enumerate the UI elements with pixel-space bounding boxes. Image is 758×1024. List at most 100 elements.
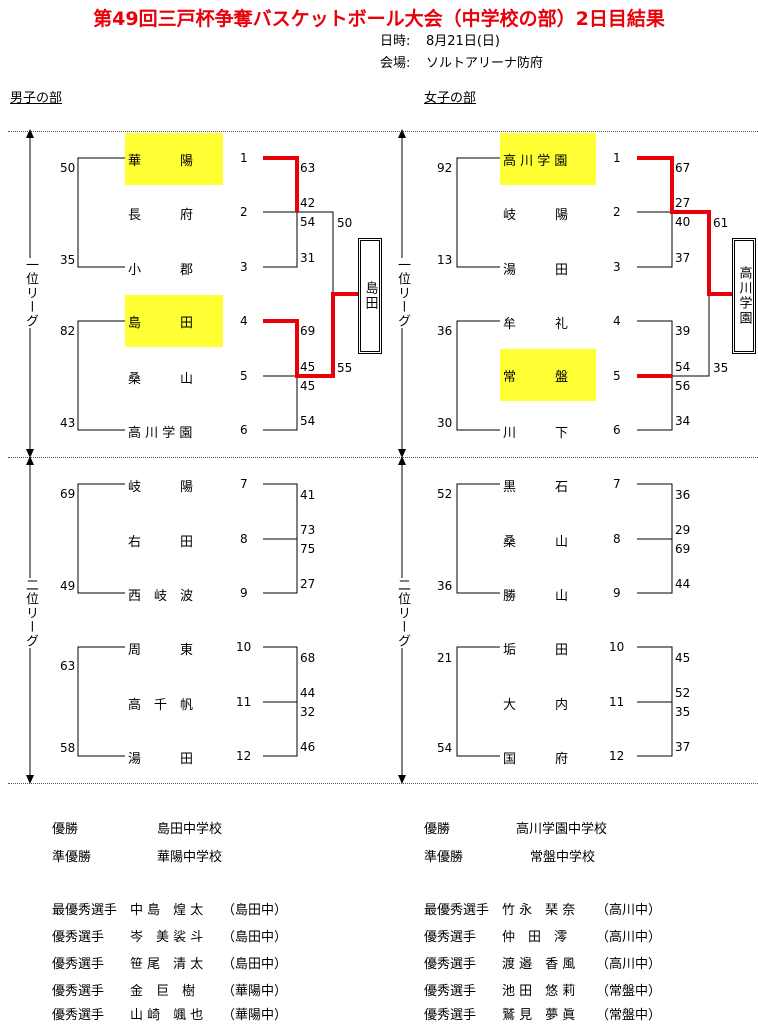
boys-team-number: 9 xyxy=(240,586,248,600)
girls-team: 川 下 xyxy=(503,426,569,441)
boys-header: 男子の部 xyxy=(10,91,63,106)
boys-result-value: 島田中学校 xyxy=(157,822,223,837)
girls-result-label: 準優勝 xyxy=(424,850,464,865)
boys-player-label: 優秀選手 xyxy=(52,957,105,972)
boys-right-score: 54 xyxy=(300,215,316,229)
girls-player-label: 優秀選手 xyxy=(424,930,477,945)
boys-player-label: 優秀選手 xyxy=(52,984,105,999)
boys-right-score: 73 xyxy=(300,523,316,537)
boys-league1-label: 一位リーグ xyxy=(21,258,40,328)
boys-team: 岐 陽 xyxy=(128,480,194,495)
girls-team: 国 府 xyxy=(503,752,569,767)
girls-left-score: 36 xyxy=(437,324,453,338)
girls-right-score: 34 xyxy=(675,414,691,428)
boys-player-school: （華陽中） xyxy=(222,984,288,999)
girls-winner-box: 高川学園 xyxy=(732,238,756,354)
boys-team: 高 川 学 園 xyxy=(128,426,193,441)
boys-player-school: （島田中） xyxy=(222,930,288,945)
girls-team-number: 7 xyxy=(613,477,621,491)
girls-team: 大 内 xyxy=(503,698,569,713)
boys-result-label: 優勝 xyxy=(52,822,79,837)
girls-team: 黒 石 xyxy=(503,480,569,495)
girls-left-score: 36 xyxy=(437,579,453,593)
boys-team-number: 2 xyxy=(240,205,248,219)
girls-league2-label: 二位リーグ xyxy=(393,578,412,648)
girls-right-score: 37 xyxy=(675,740,691,754)
venue-value: ソルトアリーナ防府 xyxy=(426,56,544,71)
boys-player-label: 優秀選手 xyxy=(52,930,105,945)
boys-team: 周 東 xyxy=(128,643,194,658)
girls-player-label: 最優秀選手 xyxy=(424,903,490,918)
girls-right-score: 44 xyxy=(675,577,691,591)
boys-team: 島 田 xyxy=(125,295,223,347)
boys-right-score: 27 xyxy=(300,577,316,591)
boys-right-score: 68 xyxy=(300,651,316,665)
girls-team-number: 6 xyxy=(613,423,621,437)
boys-player-school: （島田中） xyxy=(222,957,288,972)
girls-right-score: 37 xyxy=(675,251,691,265)
girls-team-number: 4 xyxy=(613,314,621,328)
boys-team: 桑 山 xyxy=(128,372,194,387)
girls-league1-label: 一位リーグ xyxy=(393,258,412,328)
girls-team-number: 11 xyxy=(609,695,625,709)
divider-bottom xyxy=(8,783,758,784)
boys-right-score: 44 xyxy=(300,686,316,700)
boys-left-score: 43 xyxy=(60,416,76,430)
girls-team: 垢 田 xyxy=(503,643,569,658)
boys-left-score: 82 xyxy=(60,324,76,338)
boys-right-score: 69 xyxy=(300,324,316,338)
boys-final-score: 55 xyxy=(337,361,353,375)
boys-player-school: （華陽中） xyxy=(222,1008,288,1023)
girls-right-score: 40 xyxy=(675,215,691,229)
girls-right-score: 69 xyxy=(675,542,691,556)
girls-right-score: 52 xyxy=(675,686,691,700)
girls-team: 湯 田 xyxy=(503,263,569,278)
date-value: 8月21日(日) xyxy=(426,34,500,49)
girls-team: 常 盤 xyxy=(500,349,596,401)
girls-team-number: 3 xyxy=(613,260,621,274)
boys-team-number: 6 xyxy=(240,423,248,437)
boys-player-name: 山 崎 颯 也 xyxy=(130,1008,204,1023)
girls-left-score: 21 xyxy=(437,651,453,665)
girls-player-school: （高川中） xyxy=(596,930,662,945)
boys-team: 長 府 xyxy=(128,208,194,223)
girls-team-number: 1 xyxy=(613,151,621,165)
girls-team-number: 2 xyxy=(613,205,621,219)
girls-right-score: 35 xyxy=(675,705,691,719)
boys-right-score: 32 xyxy=(300,705,316,719)
boys-right-score: 45 xyxy=(300,379,316,393)
boys-league2-label: 二位リーグ xyxy=(21,578,40,648)
girls-final-score: 35 xyxy=(713,361,729,375)
boys-player-name: 岑 美 裟 斗 xyxy=(130,930,204,945)
boys-right-score: 41 xyxy=(300,488,316,502)
boys-result-label: 準優勝 xyxy=(52,850,92,865)
boys-right-score: 46 xyxy=(300,740,316,754)
boys-right-score: 45 xyxy=(300,360,316,374)
girls-right-score: 67 xyxy=(675,161,691,175)
boys-right-score: 31 xyxy=(300,251,316,265)
boys-team-number: 7 xyxy=(240,477,248,491)
girls-left-score: 52 xyxy=(437,487,453,501)
venue-line: 会場:ソルトアリーナ防府 xyxy=(380,52,543,71)
girls-left-score: 13 xyxy=(437,253,453,267)
boys-player-name: 金 巨 樹 xyxy=(130,984,196,999)
boys-right-score: 75 xyxy=(300,542,316,556)
girls-left-score: 92 xyxy=(437,161,453,175)
girls-player-school: （常盤中） xyxy=(596,984,662,999)
girls-team: 勝 山 xyxy=(503,589,569,604)
boys-team-number: 1 xyxy=(240,151,248,165)
girls-player-label: 優秀選手 xyxy=(424,1008,477,1023)
girls-right-score: 27 xyxy=(675,196,691,210)
boys-left-score: 69 xyxy=(60,487,76,501)
boys-team: 小 郡 xyxy=(128,263,194,278)
boys-team-number: 3 xyxy=(240,260,248,274)
girls-team: 牟 礼 xyxy=(503,317,569,332)
girls-right-score: 39 xyxy=(675,324,691,338)
girls-team-number: 12 xyxy=(609,749,625,763)
boys-player-school: （島田中） xyxy=(222,903,288,918)
girls-right-score: 56 xyxy=(675,379,691,393)
girls-team: 高 川 学 園 xyxy=(500,133,596,185)
boys-left-score: 63 xyxy=(60,659,76,673)
boys-player-name: 笹 尾 清 太 xyxy=(130,957,204,972)
girls-team-number: 8 xyxy=(613,532,621,546)
